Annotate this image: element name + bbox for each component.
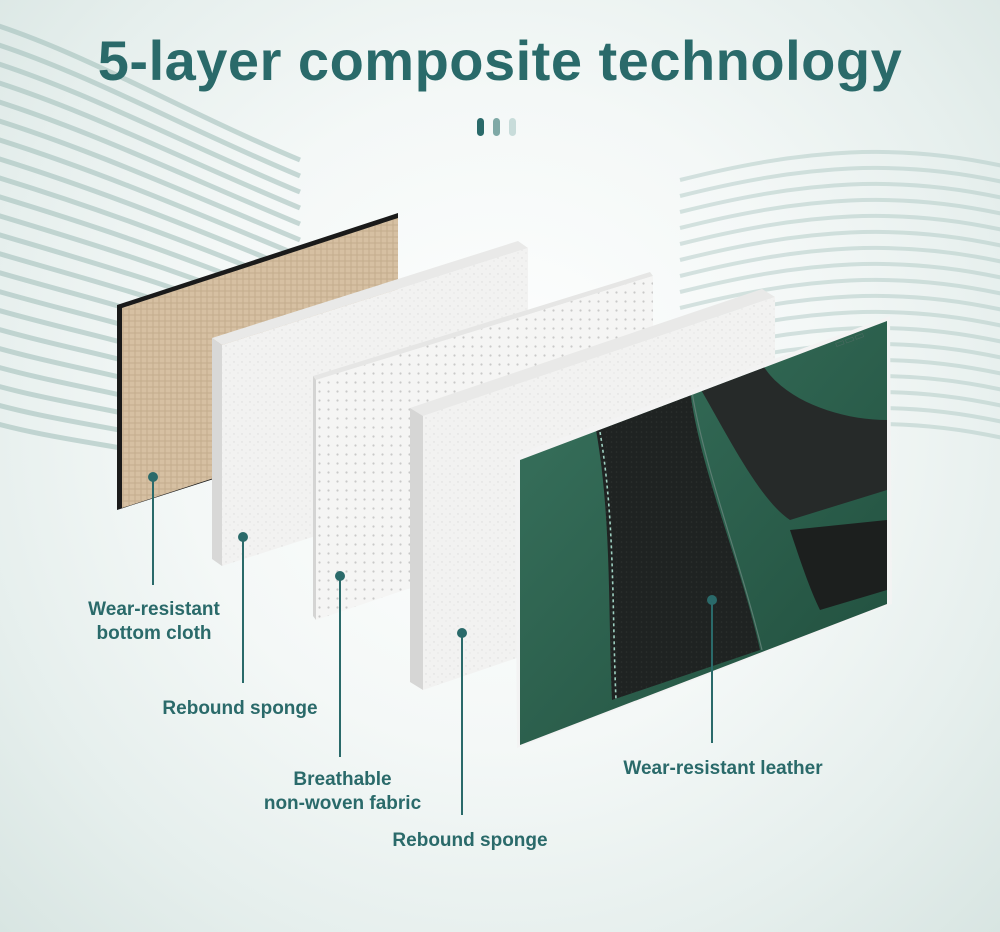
label-rebound-sponge-2: Rebound sponge xyxy=(370,829,570,853)
background-stripe xyxy=(679,277,1000,310)
background-stripe xyxy=(0,23,301,163)
leader-lines xyxy=(148,472,717,815)
label-breathable-fabric-line-2: non-woven fabric xyxy=(263,793,422,814)
pagination-dot-2 xyxy=(493,118,500,136)
label-rebound-sponge-1-line-1: Rebound sponge xyxy=(162,698,318,719)
background-stripe xyxy=(679,149,1000,182)
pagination-dot-1 xyxy=(477,118,484,136)
background-stripe xyxy=(0,61,301,195)
label-rebound-sponge-1: Rebound sponge xyxy=(140,697,340,721)
pagination-dot-3 xyxy=(509,118,516,136)
background-stripe xyxy=(0,137,301,259)
label-bottom-cloth: Wear-resistant bottom cloth xyxy=(54,598,254,646)
background-stripe xyxy=(679,245,1000,278)
pagination-dots xyxy=(477,118,521,138)
background-stripe xyxy=(0,80,301,211)
background-stripe xyxy=(0,42,301,179)
page-title: 5-layer composite technology xyxy=(97,29,903,92)
label-bottom-cloth-line-2: bottom cloth xyxy=(96,623,212,644)
background-stripe xyxy=(0,156,301,275)
background-stripe xyxy=(0,99,301,227)
background-stripe xyxy=(0,118,301,243)
background-stripe xyxy=(679,229,1000,262)
label-bottom-cloth-line-1: Wear-resistant xyxy=(88,599,220,620)
label-leather-line-1: Wear-resistant leather xyxy=(623,758,823,779)
label-leather: Wear-resistant leather xyxy=(598,757,848,781)
background-stripe xyxy=(679,261,1000,294)
label-breathable-fabric: Breathable non-woven fabric xyxy=(230,768,455,816)
background-stripe xyxy=(679,181,1000,214)
background-stripe xyxy=(679,165,1000,198)
background-stripe xyxy=(679,213,1000,246)
label-rebound-sponge-2-line-1: Rebound sponge xyxy=(392,830,548,851)
background-stripe xyxy=(679,197,1000,230)
label-breathable-fabric-line-1: Breathable xyxy=(293,769,392,790)
